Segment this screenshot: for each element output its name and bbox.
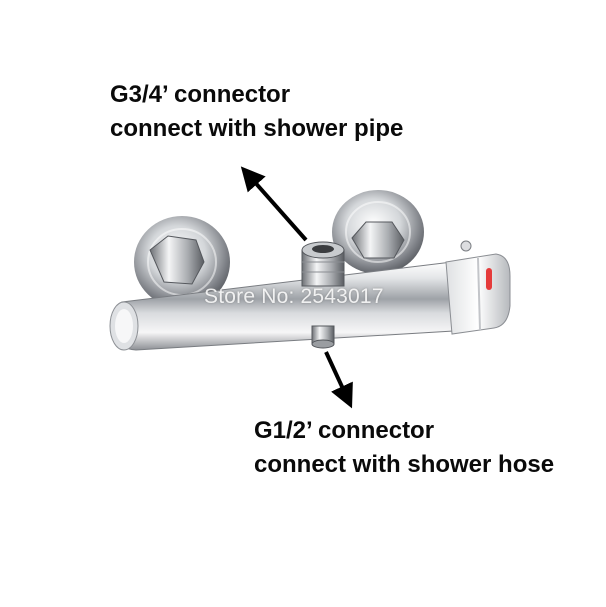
valve-body [109, 261, 471, 351]
arrow-to-bottom-connector [324, 351, 353, 409]
bottom-outlet-connector [311, 325, 335, 349]
top-connector-label: G3/4’ connector connect with shower pipe [110, 78, 403, 146]
top-outlet-connector [301, 241, 345, 287]
top-connector-description: connect with shower pipe [110, 115, 404, 142]
thermostatic-knob [445, 240, 511, 335]
left-wall-rose [134, 216, 230, 308]
bottom-connector-size: G1/2’ connector [254, 417, 435, 444]
bottom-connector-description: connect with shower hose [254, 451, 555, 478]
right-wall-rose [332, 190, 424, 274]
top-connector-size: G3/4’ connector [110, 81, 291, 108]
arrow-to-top-connector [240, 166, 308, 242]
bottom-connector-label: G1/2’ connector connect with shower hose [254, 414, 554, 482]
store-watermark: Store No: 2543017 [204, 285, 384, 308]
